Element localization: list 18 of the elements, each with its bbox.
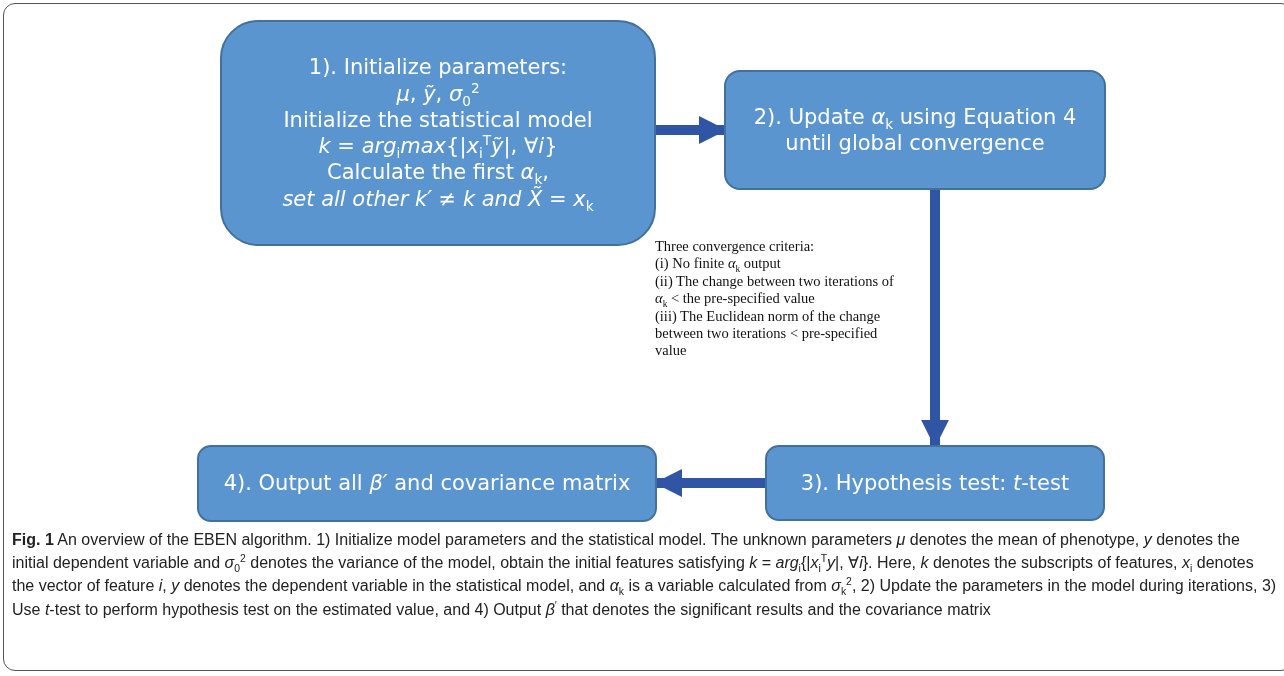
criteria-note: Three convergence criteria: [655, 238, 816, 256]
criteria-note: (i) No finite α$_{k}$ output [655, 255, 782, 273]
step-text: 3). Hypothesis test: t-test [799, 469, 1071, 497]
figure-caption: Fig. 1 An overview of the EBEN algorithm. 1) Initialize model parameters and the statistical model. The unknown parameters μ denotes the mean of phenotype, y denotes the initial dependent variable and σ$_{0}$$^{2}$ denotes the variance of the model, obtain the initial features satisfying k = arg$_{i}${|x$_{i}$$^{T}$y|, ∀i}. Here, k denotes the subscripts of features, x$_{i}$ denotes the vector of feature i, y denotes the dependent variable in the statistical model, and α$_{k}$ is a variable calculated from σ$_{k}$$^{2}$, 2) Update the parameters in the model during iterations, 3) Use t-test to perform hypothesis test on the estimated value, and 4) Output β$^{′}$ that denotes the significant results and the covariance matrix [12, 530, 1278, 620]
step-text: 2). Update α$_{k}$ using Equation 4 until global convergence [752, 103, 1078, 157]
arrow [921, 190, 949, 448]
step-text: 4). Output all β′ and covariance matrix [222, 470, 632, 497]
step-text: 1). Initialize parameters: [308, 54, 568, 81]
step-text: Initialize the statistical model [283, 106, 593, 133]
process-box [724, 70, 1106, 190]
process-box [197, 445, 657, 522]
criteria-note: (ii) The change between two iterations of α$_{k}$ < the pre-specified value [655, 272, 895, 308]
step-text: k = arg$_{i}$max{|x$_{i}$$^{T}$ỹ|, ∀i} [318, 133, 558, 160]
criteria-note: (iii) The Euclidean norm of the change between two iterations < pre-specified value [655, 307, 882, 360]
process-box [220, 20, 656, 246]
step-text: set all other k′ ≠ k and X̃ = x$_{k}$ [282, 185, 594, 212]
process-box [765, 445, 1105, 521]
step-text: Calculate the first α$_{k}$, [326, 159, 549, 186]
